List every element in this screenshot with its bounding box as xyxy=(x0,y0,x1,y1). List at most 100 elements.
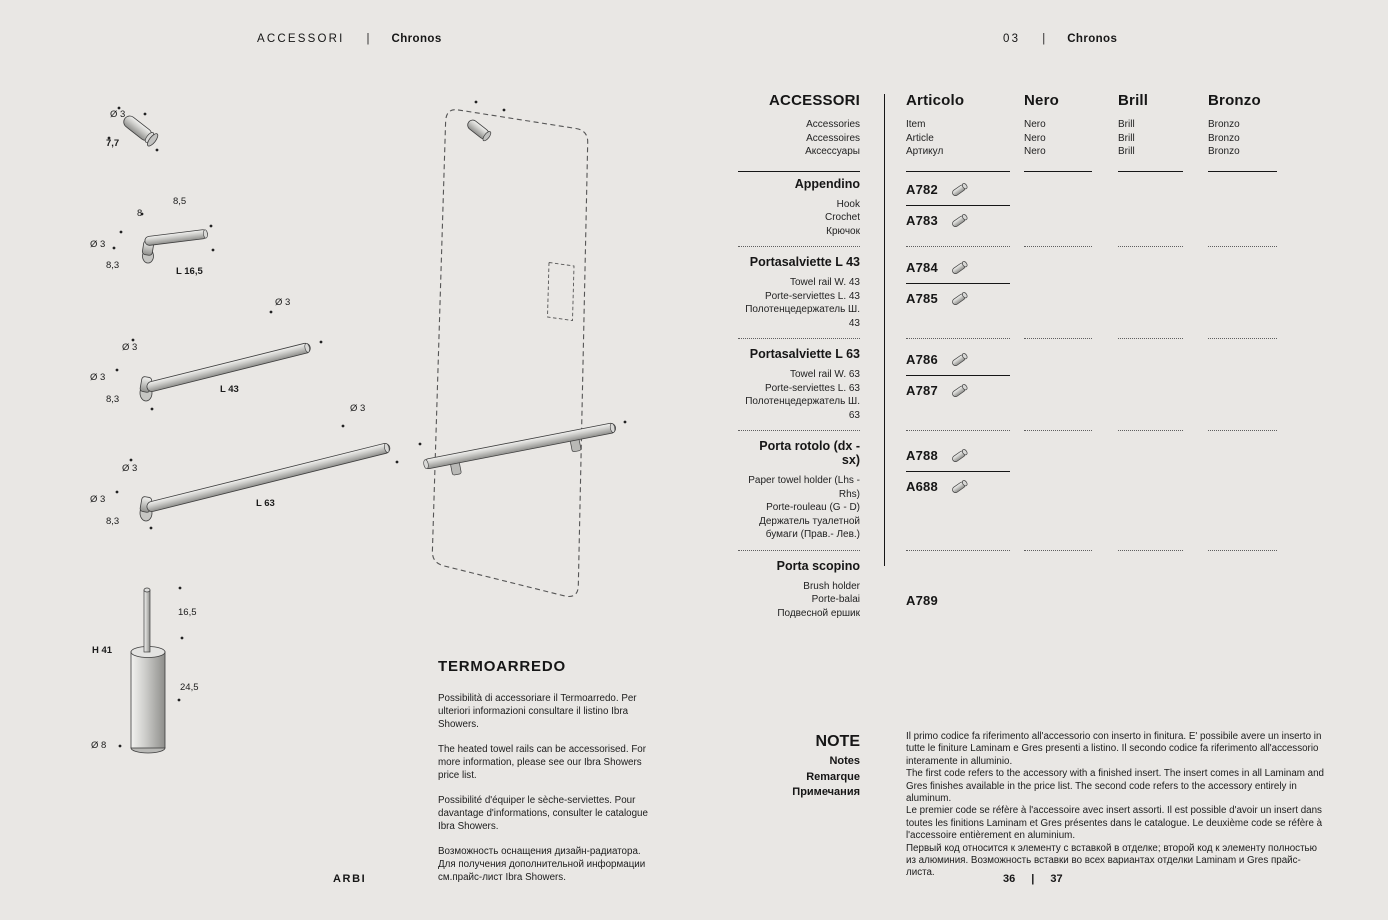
accessory-name-cell: Porta rotolo (dx - sx) Paper towel holde… xyxy=(738,434,860,542)
column-title: ACCESSORI xyxy=(769,92,860,109)
article-codes-cell: A786 A787 xyxy=(906,342,1010,422)
column-subtitle: Nero xyxy=(1024,119,1046,130)
hook-drawing xyxy=(107,106,159,152)
article-codes-cell: A782 A783 xyxy=(906,172,1010,239)
article-codes-cell: A788 A688 xyxy=(906,434,1010,542)
dotted-separator xyxy=(738,338,860,339)
accessory-name: Appendino xyxy=(794,176,860,191)
article-codes-cell: A789 xyxy=(906,554,1010,621)
column-bronzo: Bronzo Bronzo Bronzo Bronzo xyxy=(1208,92,1277,172)
column-title: Brill xyxy=(1118,92,1149,109)
column-subtitle: Brill xyxy=(1118,146,1135,157)
termoarredo-title: TERMOARREDO xyxy=(438,658,566,675)
finish-insert-icon xyxy=(952,261,968,275)
column-title: Nero xyxy=(1024,92,1059,109)
column-subtitle: Article xyxy=(906,132,934,144)
note-heading: NOTE Notes Remarque Примечания xyxy=(700,733,860,801)
dim-rail165-length: L 16,5 xyxy=(176,266,203,277)
termoarredo-paragraph-fr: Possibilité d'équiper le sèche-serviette… xyxy=(438,795,648,832)
accessory-name: Porta rotolo (dx - sx) xyxy=(759,439,860,467)
column-articolo: Articolo Item Article Артикул xyxy=(906,92,1010,172)
header-divider: | xyxy=(1042,33,1046,45)
termoarredo-section: TERMOARREDO Possibilità di accessoriare … xyxy=(438,658,656,896)
dim-rail63-length: L 63 xyxy=(256,498,275,509)
dim-rail165-diameter: Ø 3 xyxy=(90,239,106,250)
dotted-separator xyxy=(1208,338,1277,339)
column-subtitle: Brill xyxy=(1118,132,1135,144)
finish-insert-icon xyxy=(952,384,968,398)
dim-rail63-d3: Ø 3 xyxy=(90,494,106,505)
dotted-separator xyxy=(1118,549,1183,551)
termoarredo-paragraph-ru: Возможность оснащения дизайн-радиатора. … xyxy=(438,846,646,883)
dim-rail43-d2: Ø 3 xyxy=(122,342,138,353)
dotted-separator xyxy=(1024,338,1092,339)
column-accessori: ACCESSORI Accessories Accessoires Аксесс… xyxy=(738,92,860,172)
accessory-translation: Brush holder xyxy=(803,580,860,592)
note-paragraph-it: Il primo codice fa riferimento all'acces… xyxy=(906,731,1322,767)
brush-holder-drawing xyxy=(118,586,184,754)
article-code: A783 xyxy=(906,212,938,228)
dim-brush-diameter: Ø 8 xyxy=(91,740,107,751)
table-row: Porta rotolo (dx - sx) Paper towel holde… xyxy=(738,434,1278,554)
column-subtitle: Bronzo xyxy=(1208,119,1240,130)
accessory-name-cell: Portasalviette L 63 Towel rail W. 63 Por… xyxy=(738,342,860,422)
article-code: A688 xyxy=(906,479,938,494)
dotted-separator xyxy=(1208,246,1277,247)
towel-rail-165-drawing xyxy=(112,212,215,264)
dotted-separator xyxy=(906,338,1010,339)
page-number-divider: | xyxy=(1031,873,1035,885)
code-divider xyxy=(906,471,1010,472)
page-number-right: 37 xyxy=(1050,873,1063,885)
dim-rail43-depth: 8,3 xyxy=(106,394,120,405)
page-numbers: 36 | 37 xyxy=(1003,873,1063,885)
accessory-translation: Porte-serviettes L. 63 xyxy=(764,382,860,394)
collection-title: Chronos xyxy=(1067,33,1118,45)
chapter-number: 03 xyxy=(1003,33,1021,45)
column-subtitle: Bronzo xyxy=(1208,146,1240,157)
termoarredo-paragraph-it: Possibilità di accessoriare il Termoarre… xyxy=(438,693,637,730)
accessory-translation: Полотенцедержатель Ш. 63 xyxy=(745,396,860,421)
article-code: A786 xyxy=(906,352,938,367)
dotted-separator xyxy=(1024,430,1092,431)
accessory-translation: Porte-serviettes L. 43 xyxy=(764,290,860,302)
dotted-separator xyxy=(1024,246,1092,247)
column-title: Articolo xyxy=(906,92,965,109)
article-code: A782 xyxy=(906,181,938,197)
article-code: A789 xyxy=(906,592,938,608)
column-nero: Nero Nero Nero Nero xyxy=(1024,92,1092,172)
column-subtitle: Nero xyxy=(1024,132,1046,144)
dim-rail63-d1: Ø 3 xyxy=(350,403,366,414)
towel-rail-43-drawing xyxy=(115,310,323,411)
column-brill: Brill Brill Brill Brill xyxy=(1118,92,1183,172)
column-title: Bronzo xyxy=(1208,92,1261,109)
column-subtitle: Brill xyxy=(1118,119,1135,130)
dotted-separator xyxy=(906,430,1010,431)
column-subtitle: Артикул xyxy=(906,146,944,157)
code-divider xyxy=(906,375,1010,376)
dotted-separator xyxy=(738,246,860,247)
article-code: A787 xyxy=(906,383,938,398)
column-subtitle: Bronzo xyxy=(1208,132,1240,144)
dim-hook-height: 7,7 xyxy=(106,138,120,149)
accessory-translation: Крючок xyxy=(826,225,860,237)
table-row: Porta scopino Brush holder Porte-balai П… xyxy=(738,554,1278,633)
dotted-separator xyxy=(738,430,860,431)
accessory-name: Portasalviette L 43 xyxy=(749,255,860,269)
article-code: A788 xyxy=(906,448,938,463)
dim-rail165-depth: 8,3 xyxy=(106,260,120,271)
section-label: ACCESSORI xyxy=(257,33,345,45)
code-divider xyxy=(906,283,1010,284)
page-header-left: ACCESSORI | Chronos xyxy=(257,33,442,45)
accessory-translation: Подвесной ершик xyxy=(777,607,860,619)
dim-rail43-length: L 43 xyxy=(220,384,239,395)
column-subtitle: Nero xyxy=(1024,146,1046,157)
note-paragraph-fr: Le premier code se réfère à l'accessoire… xyxy=(906,805,1323,842)
column-subtitle: Item xyxy=(906,119,926,130)
note-paragraph-en: The first code refers to the accessory w… xyxy=(906,768,1325,805)
finish-insert-icon xyxy=(952,480,968,494)
finish-insert-icon xyxy=(952,213,968,227)
page-number-left: 36 xyxy=(1003,873,1016,885)
dim-brush-top: 16,5 xyxy=(178,607,197,618)
dim-rail63-d2: Ø 3 xyxy=(122,463,138,474)
